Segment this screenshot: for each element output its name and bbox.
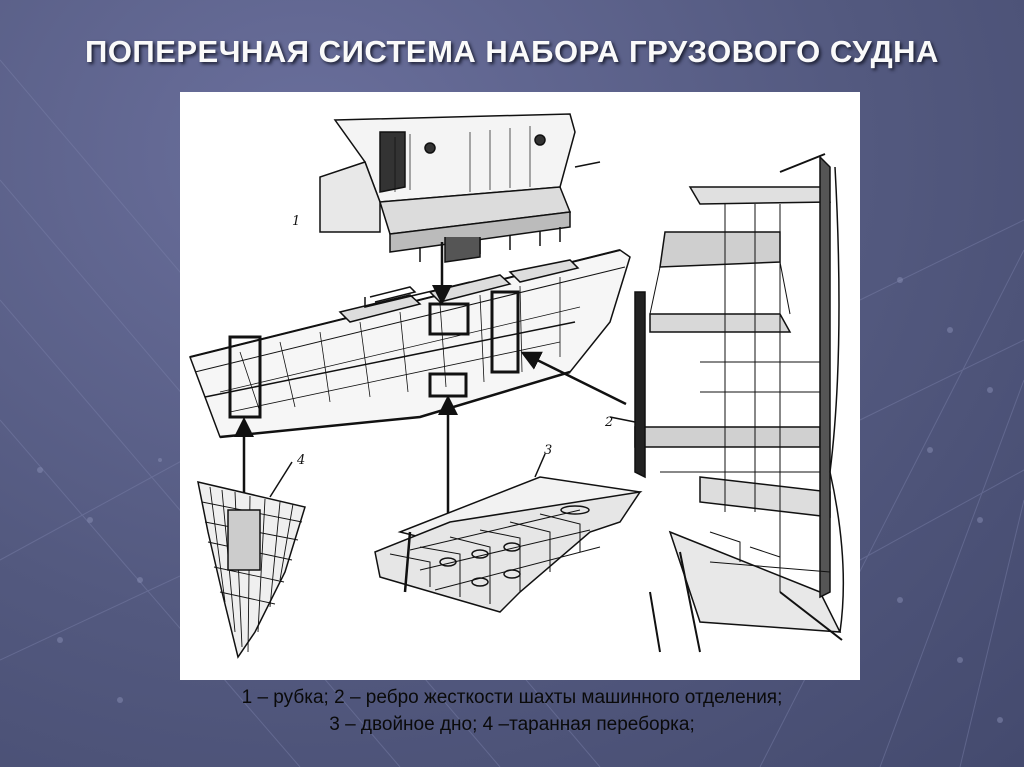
caption-line-1: 1 – рубка; 2 – ребро жесткости шахты маш…: [241, 687, 783, 708]
part-label-2: 2: [604, 415, 613, 430]
part-label-1: 1: [292, 214, 300, 229]
part-label-3: 3: [544, 443, 552, 458]
engine-casing-frame-drawing: [609, 153, 845, 653]
deckhouse-drawing: [319, 113, 601, 263]
hull-drawing: [189, 249, 631, 439]
ship-drawing: 1 2 3 4: [189, 113, 845, 659]
slide-title: ПОПЕРЕЧНАЯ СИСТЕМА НАБОРА ГРУЗОВОГО СУДН…: [85, 34, 939, 69]
engine-casing-highlight-box: [490, 290, 520, 374]
caption-line-2: 3 – двойное дно; 4 –таранная переборка;: [329, 714, 695, 735]
double-bottom-drawing: [374, 453, 643, 613]
ship-framing-diagram: 1 2 3 4: [180, 92, 860, 680]
part-label-4: 4: [296, 453, 305, 468]
collision-bulkhead-drawing: [197, 461, 306, 659]
figure-caption: 1 – рубка; 2 – ребро жесткости шахты маш…: [0, 684, 1024, 738]
